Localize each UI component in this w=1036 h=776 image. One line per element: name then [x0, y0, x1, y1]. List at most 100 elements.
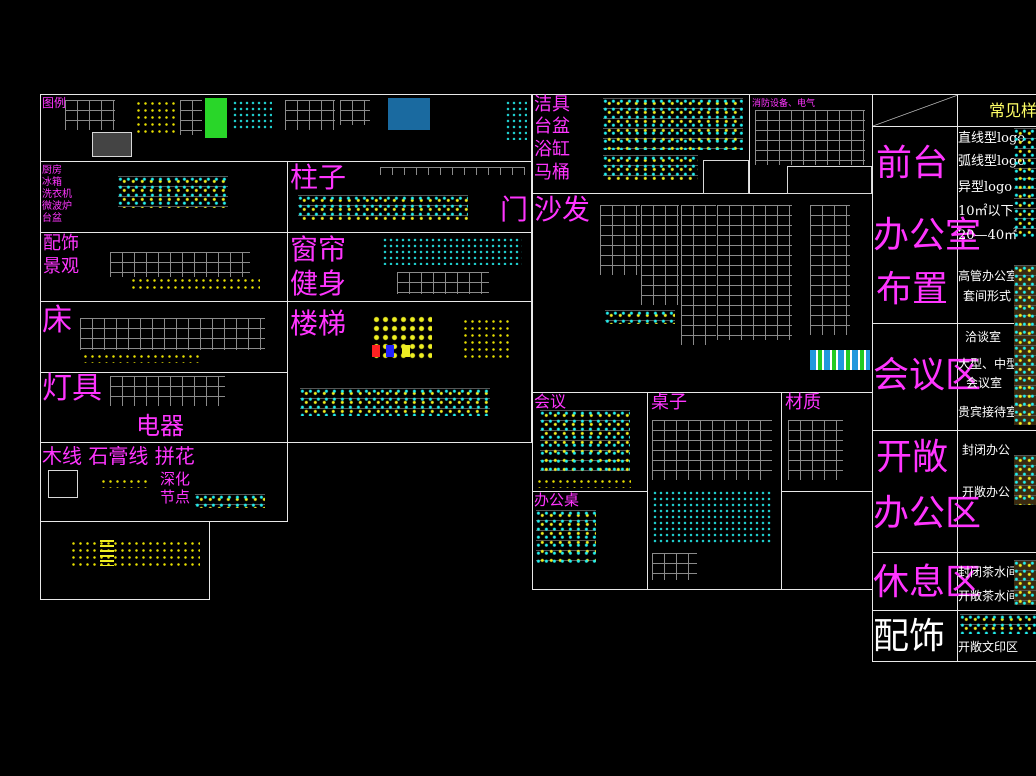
sofa-drawings-3 — [681, 205, 716, 345]
sanitary-label-2: 浴缸 — [534, 139, 570, 160]
pillar-label: 柱子 — [290, 161, 347, 194]
decor-extra — [130, 277, 260, 289]
meeting-row — [536, 478, 631, 488]
sofa-color-strip — [810, 350, 870, 370]
desk-drawings-2 — [652, 490, 772, 545]
right-thumbs-5 — [960, 614, 1036, 634]
row-suite: 套间形式 — [963, 289, 1012, 303]
bottom-bar — [100, 540, 114, 566]
appliance-label: 电器 — [136, 412, 184, 440]
sanitary-label-1: 台盆 — [534, 116, 570, 137]
meeting-drawings — [540, 410, 630, 475]
molding-label: 木线 石膏线 拼花 — [42, 444, 195, 468]
desk-drawings-3 — [652, 553, 697, 580]
legend-drawing-5 — [232, 100, 272, 130]
row-arc-logo: 弧线型logo — [958, 154, 1026, 169]
right-h5 — [872, 610, 1036, 611]
lamp-drawings — [110, 376, 225, 406]
sofa-drawings-4 — [717, 205, 792, 340]
legend-drawing-6 — [285, 100, 335, 130]
legend-drawing-4 — [180, 100, 202, 135]
legend-drawing-8 — [505, 100, 527, 140]
legend-drawing-2 — [92, 132, 132, 157]
zone-meeting: 会议区 — [873, 355, 982, 396]
landscape-label: 景观 — [43, 256, 79, 277]
right-h2 — [872, 323, 1036, 324]
kitchen-label-0: 厨房 — [42, 165, 62, 176]
kitchen-drawings — [118, 176, 228, 208]
legend-green-block — [205, 98, 227, 138]
pillar-strip — [380, 167, 525, 175]
kitchen-label-1: 冰箱 — [42, 177, 62, 188]
decor-label: 配饰 — [43, 233, 79, 254]
bottom-drawings — [70, 540, 200, 568]
material-table — [788, 420, 843, 480]
fitness-label: 健身 — [290, 267, 347, 300]
right-thumbs-3 — [1014, 455, 1036, 505]
kitchen-label-3: 微波炉 — [42, 201, 72, 212]
office-desk-cell — [532, 491, 648, 590]
row-under10: 10㎡以下 — [958, 204, 1014, 219]
legend-drawing-7 — [340, 100, 370, 125]
row-talk: 洽谈室 — [965, 330, 1002, 344]
row-open-tea: 开敞茶水间 — [958, 589, 1019, 603]
right-h1 — [872, 126, 1036, 127]
sofa-drawings-2 — [641, 205, 679, 305]
zone-rest: 休息区 — [873, 562, 982, 603]
equipment-box — [787, 166, 872, 194]
stairs-drawings — [372, 315, 432, 360]
lamp-label: 灯具 — [42, 371, 102, 406]
stairs-drawings-2 — [462, 318, 512, 358]
sofa-drawings-1 — [600, 205, 640, 275]
row-exec: 高管办公室 — [958, 269, 1019, 283]
molding-row — [100, 478, 150, 488]
sanitary-label-0: 洁具 — [534, 94, 570, 115]
zone-reception: 前台 — [876, 143, 949, 184]
row-print: 开敞文印区 — [958, 640, 1019, 654]
molding-sample — [48, 470, 78, 498]
desk-drawings-1 — [652, 420, 772, 480]
curtain-label: 窗帘 — [290, 233, 347, 266]
zone-office: 办公室 — [873, 215, 982, 256]
header-label: 常见样式 — [989, 101, 1036, 120]
zone-layout: 布置 — [876, 269, 949, 310]
sanitary-label-3: 马桶 — [534, 162, 570, 183]
desk-label: 桌子 — [651, 392, 687, 413]
sofa-label: 沙发 — [534, 193, 591, 226]
detail-label-1: 节点 — [160, 488, 191, 506]
door-label: 门 — [500, 193, 529, 226]
kitchen-label-2: 洗衣机 — [42, 189, 72, 200]
equipment-drawings — [755, 110, 865, 165]
bed-label: 床 — [42, 303, 72, 338]
row-20-40: 20—40㎡ — [958, 228, 1018, 243]
row-large: 大型、中型 — [958, 357, 1019, 371]
row-meeting-room: 会议室 — [966, 376, 1003, 390]
bottom-cell — [40, 521, 210, 600]
right-h3 — [872, 430, 1036, 431]
gallery-label: 图例 — [42, 96, 67, 110]
equipment-label: 消防设备、电气 — [752, 99, 816, 109]
right-diagonal — [873, 95, 958, 126]
sofa-drawings-5 — [810, 205, 850, 335]
row-closed: 封闭办公 — [962, 443, 1011, 457]
stairs-row — [300, 388, 490, 416]
bed-row — [82, 353, 202, 363]
right-frame — [872, 94, 1036, 662]
curtain-drawings — [382, 237, 522, 265]
row-open: 开敞办公 — [962, 485, 1011, 499]
right-thumbs-2 — [1014, 265, 1036, 425]
sanitary-drawings — [603, 98, 743, 150]
office-desk-label: 办公桌 — [534, 491, 580, 509]
legend-drawing-1 — [65, 100, 115, 130]
row-vip: 贵宾接待室 — [958, 405, 1019, 419]
decor-drawings — [110, 252, 250, 277]
legend-blue-block — [388, 98, 430, 130]
row-odd-logo: 异型logo — [958, 180, 1013, 195]
detail-drawings — [195, 494, 265, 508]
detail-label-0: 深化 — [160, 470, 191, 488]
sofa-notes — [605, 310, 675, 324]
right-thumbs-1 — [1014, 128, 1036, 238]
zone-decor: 配饰 — [873, 616, 946, 657]
office-desk-drawings — [536, 510, 596, 565]
zone-open: 开敞 — [876, 437, 949, 478]
